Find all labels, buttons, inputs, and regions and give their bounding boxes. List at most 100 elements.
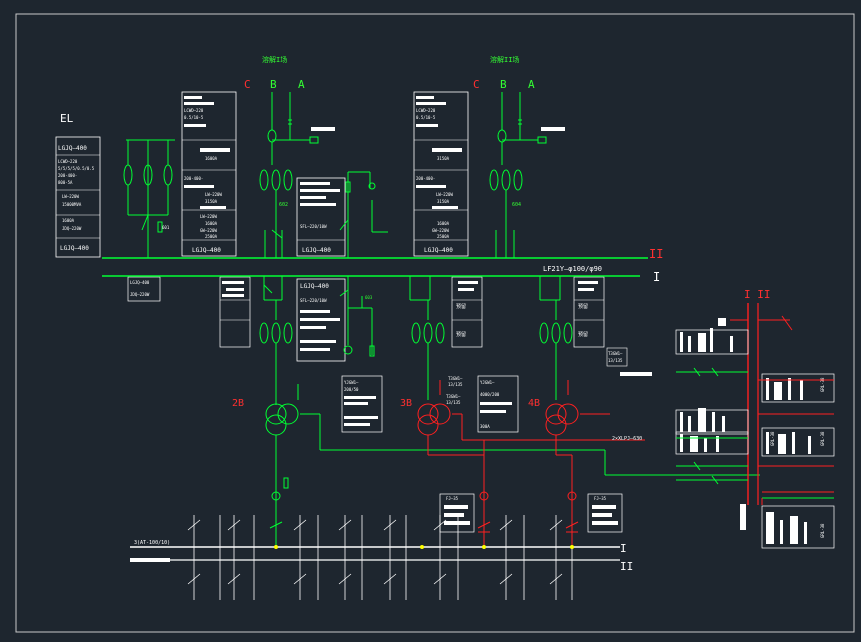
svg-text:LCWD—220: LCWD—220: [184, 108, 204, 113]
mid-switch-1: [339, 171, 388, 258]
column1-feeder: [259, 92, 319, 258]
svg-text:YJGW1—: YJGW1—: [480, 380, 495, 385]
svg-text:GW—220W: GW—220W: [200, 228, 217, 233]
fj-box-1: FJ—35: [439, 493, 475, 533]
svg-text:5/5/5/5/0.5/0.5: 5/5/5/5/0.5/0.5: [58, 166, 95, 171]
right-sec-label-2: GRL-38: [820, 431, 825, 446]
svg-text:LGJQ—400: LGJQ—400: [58, 145, 87, 152]
right-panel-right-boxes: [761, 373, 835, 549]
tag-left-1: 601: [162, 225, 170, 230]
right-panel-red-links: [730, 315, 834, 505]
lower-feeder-3b: [477, 491, 491, 547]
svg-text:YJGW1—: YJGW1—: [344, 380, 359, 385]
right-panel-right-bars: [740, 378, 811, 544]
svg-text:预留: 预留: [578, 331, 588, 338]
svg-text:13/135: 13/135: [608, 358, 623, 363]
svg-text:2500A: 2500A: [437, 234, 450, 239]
lower-bus-spec: 3(AT-100/10): [134, 540, 170, 546]
feeder-box-col1: [219, 276, 251, 348]
svg-text:LCWD—220: LCWD—220: [416, 108, 436, 113]
svg-text:200-400-: 200-400-: [184, 176, 203, 181]
svg-text:T3GW1—: T3GW1—: [608, 351, 623, 356]
svg-text:15000MVA: 15000MVA: [62, 202, 82, 207]
busbar-i-label: I: [653, 270, 660, 284]
feeder-3b: [409, 276, 445, 400]
fj-box-2: FJ—35: [587, 493, 623, 533]
station-2-label: 溶解II场: [490, 55, 519, 64]
svg-text:LGJQ—400: LGJQ—400: [300, 283, 329, 290]
drawing-frame: [15, 13, 855, 633]
feeder-4b: [539, 276, 573, 400]
station-1-label: 溶解I场: [262, 55, 287, 64]
svg-text:200-400-: 200-400-: [58, 173, 77, 178]
mid-spec-box-lower: LGJQ—400 SFL—220/10W: [296, 278, 346, 362]
phase-b-label-2: B: [500, 78, 507, 91]
svg-text:预留: 预留: [456, 303, 466, 310]
transformer-2b-label: 2B: [232, 398, 244, 409]
mid-spec-box-upper: SFL—220/10W LGJQ—400: [296, 177, 346, 257]
svg-text:预留: 预留: [578, 303, 588, 310]
spec-ct-3: T3GW1— 13/135: [606, 347, 652, 376]
svg-text:1600A: 1600A: [437, 221, 450, 226]
lower-feeders: [187, 515, 573, 600]
phase-b-label-1: B: [270, 78, 277, 91]
svg-text:4000/200: 4000/200: [480, 392, 500, 397]
svg-text:1600A: 1600A: [62, 218, 75, 223]
svg-text:JDQ—220W: JDQ—220W: [62, 226, 82, 231]
svg-text:800-5A: 800-5A: [58, 180, 73, 185]
column2-feeder: [489, 92, 547, 258]
svg-text:SFL—220/10W: SFL—220/10W: [300, 224, 327, 229]
right-sec-label-1: GRL-38: [820, 377, 825, 392]
lower-bus-i-label: I: [620, 542, 627, 555]
col1-spec-box: LCWD—220 0.5/10-5 1600A 200-400- LW—220W…: [181, 91, 237, 257]
svg-text:SFL—220/10W: SFL—220/10W: [300, 298, 327, 303]
tag-603: 603: [365, 295, 373, 300]
left-spec-box: LGJQ—400 LCWD—220 5/5/5/5/0.5/0.5 200-40…: [55, 136, 101, 258]
feeder-box-col2: 预留 预留: [451, 276, 483, 348]
right-panel-switch-rows: [676, 367, 834, 499]
lower-feeder-4b: [565, 491, 579, 547]
left-feeder: [123, 139, 175, 258]
right-panel-bars: [680, 318, 733, 452]
right-sec-label-3: GRL-38: [820, 523, 825, 538]
feeder-box-col3: 预留 预留: [573, 276, 605, 348]
xlpe-cable-label: 2×XLPJ—630: [612, 436, 642, 442]
svg-text:FJ—35: FJ—35: [446, 496, 459, 501]
feeder-2b: [259, 276, 760, 500]
svg-text:LCWD—220: LCWD—220: [58, 159, 78, 164]
feeder-603: [339, 276, 375, 357]
spec-ct-2: T3GW1— 13/135: [446, 394, 461, 405]
transformer-4b-label: 4B: [528, 398, 540, 409]
lower-feeder-2b: [269, 477, 289, 547]
col2-spec-box: LCWD—220 0.5/10-5 3150A 200-400- LW—220W…: [413, 91, 469, 257]
svg-text:13/135: 13/135: [448, 382, 463, 387]
right-section-label: I II: [744, 288, 771, 301]
right-sec-label-4: GRL-38: [770, 431, 775, 446]
svg-text:LGJQ—400: LGJQ—400: [302, 247, 331, 254]
spec-block-2b: YJGW1— 200/50: [341, 375, 383, 433]
el-label: EL: [60, 112, 74, 125]
spec-ct-1: T3GW1— 13/135: [448, 376, 463, 387]
svg-text:200/50: 200/50: [344, 387, 359, 392]
busbar-ii-label: II: [649, 247, 663, 261]
svg-text:LW—220W: LW—220W: [205, 192, 222, 197]
svg-text:3150A: 3150A: [437, 199, 450, 204]
svg-text:LGJQ—400: LGJQ—400: [424, 247, 453, 254]
svg-text:1600A: 1600A: [205, 156, 218, 161]
svg-text:T3GW1—: T3GW1—: [446, 394, 461, 399]
left-small-box: LGJQ—400 JDQ—220W: [127, 276, 161, 302]
svg-text:300A: 300A: [480, 424, 490, 429]
svg-text:2500A: 2500A: [205, 234, 218, 239]
phase-a-label-1: A: [298, 78, 305, 91]
phase-c-label-1: C: [244, 78, 251, 91]
svg-text:13/135: 13/135: [446, 400, 461, 405]
tag-604: 604: [512, 202, 521, 208]
svg-text:T3GW1—: T3GW1—: [448, 376, 463, 381]
phase-a-label-2: A: [528, 78, 535, 91]
svg-text:LGJQ—400: LGJQ—400: [60, 245, 89, 252]
svg-text:LW—220W: LW—220W: [62, 194, 79, 199]
svg-text:LW—220W: LW—220W: [436, 192, 453, 197]
svg-text:LGJQ—400: LGJQ—400: [192, 247, 221, 254]
transformer-3b-symbol: [417, 380, 645, 500]
bus-junction-dots: [274, 545, 574, 549]
